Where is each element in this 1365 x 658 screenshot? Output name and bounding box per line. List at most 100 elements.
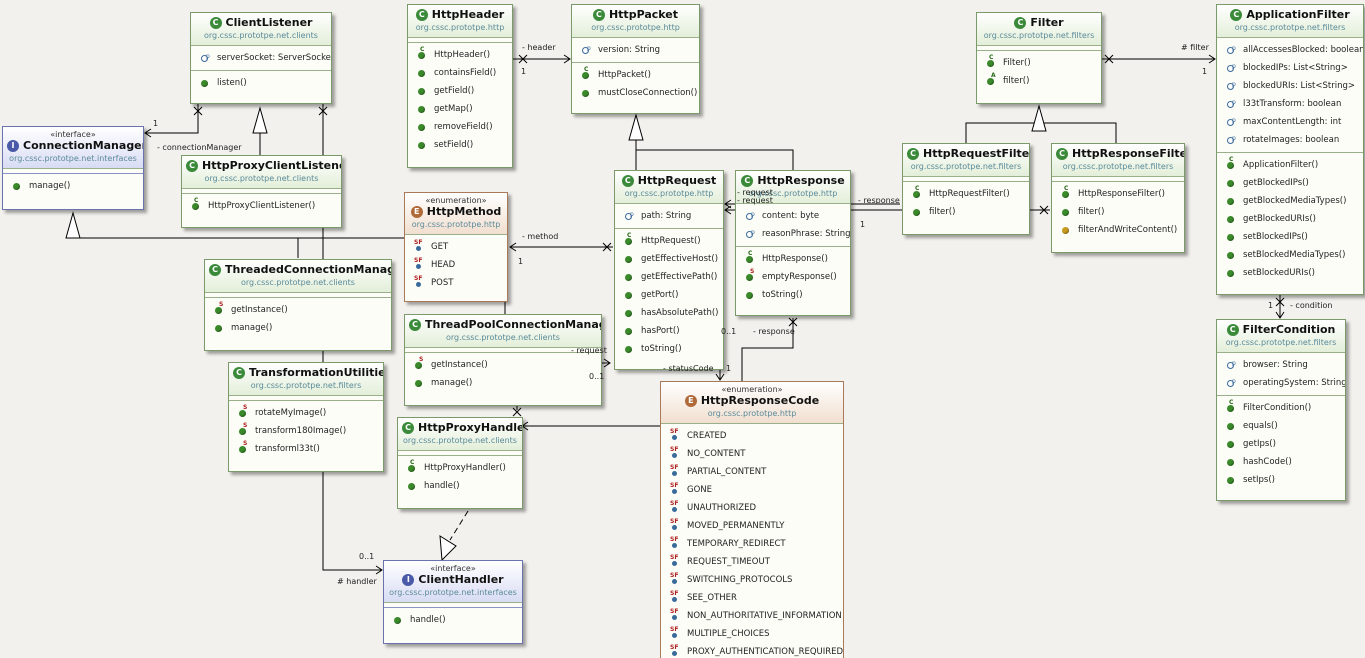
method-row[interactable]: transform180Image() <box>229 422 383 440</box>
method-row[interactable]: equals() <box>1217 417 1345 435</box>
method-row[interactable]: toString() <box>615 340 723 358</box>
constant-row[interactable]: REQUEST_TIMEOUT <box>661 553 843 571</box>
method-row[interactable]: HttpProxyHandler() <box>398 459 522 477</box>
method-row[interactable]: emptyResponse() <box>736 268 850 286</box>
constant-row[interactable]: SWITCHING_PROTOCOLS <box>661 571 843 589</box>
method-row[interactable]: setBlockedURIs() <box>1217 264 1363 282</box>
method-row[interactable]: getInstance() <box>405 356 601 374</box>
method-row[interactable]: containsField() <box>408 64 512 82</box>
field-row[interactable]: browser: String <box>1217 356 1345 374</box>
method-row[interactable]: getBlockedIPs() <box>1217 174 1363 192</box>
method-row[interactable]: setBlockedIPs() <box>1217 228 1363 246</box>
method-row[interactable]: toString() <box>736 286 850 304</box>
method-row[interactable]: getField() <box>408 82 512 100</box>
method-row[interactable]: filter() <box>903 203 1029 221</box>
class-http-request[interactable]: CHttpRequest org.cssc.prototpe.http path… <box>614 170 724 370</box>
method-row[interactable]: setIps() <box>1217 471 1345 489</box>
field-row[interactable]: operatingSystem: String <box>1217 374 1345 392</box>
field-row[interactable]: path: String <box>615 207 723 225</box>
class-http-response[interactable]: CHttpResponse org.cssc.prototpe.http con… <box>735 170 851 316</box>
constant-row[interactable]: MOVED_PERMANENTLY <box>661 517 843 535</box>
method-row[interactable]: getIps() <box>1217 435 1345 453</box>
constant-row[interactable]: PARTIAL_CONTENT <box>661 463 843 481</box>
method-row[interactable]: getBlockedURIs() <box>1217 210 1363 228</box>
method-row[interactable]: transforml33t() <box>229 440 383 458</box>
method-row[interactable]: setField() <box>408 136 512 154</box>
method-row[interactable]: ApplicationFilter() <box>1217 156 1363 174</box>
method-row[interactable]: HttpResponseFilter() <box>1052 185 1184 203</box>
constant-row[interactable]: TEMPORARY_REDIRECT <box>661 535 843 553</box>
method-row[interactable]: HttpProxyClientListener() <box>182 197 341 215</box>
method-row[interactable]: manage() <box>3 177 143 195</box>
method-row[interactable]: getMap() <box>408 100 512 118</box>
constant-row[interactable]: NO_CONTENT <box>661 445 843 463</box>
constant-row[interactable]: HEAD <box>405 256 507 274</box>
method-row[interactable]: filter() <box>977 72 1101 90</box>
method-row[interactable]: HttpResponse() <box>736 250 850 268</box>
class-package: org.cssc.prototpe.net.filters <box>983 31 1095 40</box>
method-row[interactable]: hashCode() <box>1217 453 1345 471</box>
class-http-header[interactable]: CHttpHeader org.cssc.prototpe.http HttpH… <box>407 4 513 168</box>
method-row[interactable]: HttpPacket() <box>572 66 699 84</box>
constant-row[interactable]: NON_AUTHORITATIVE_INFORMATION <box>661 607 843 625</box>
method-row[interactable]: getInstance() <box>205 301 391 319</box>
method-row[interactable]: removeField() <box>408 118 512 136</box>
field-row[interactable]: serverSocket: ServerSocket <box>191 49 331 67</box>
method-row[interactable]: filterAndWriteContent() <box>1052 221 1184 239</box>
method-row[interactable]: manage() <box>405 374 601 392</box>
field-row[interactable]: allAccessesBlocked: boolean <box>1217 41 1363 59</box>
field-row[interactable]: maxContentLength: int <box>1217 113 1363 131</box>
constructor-icon <box>1225 157 1239 170</box>
method-row[interactable]: handle() <box>384 611 522 629</box>
field-row[interactable]: content: byte <box>736 207 850 225</box>
method-row[interactable]: handle() <box>398 477 522 495</box>
method-row[interactable]: Filter() <box>977 54 1101 72</box>
method-row[interactable]: HttpRequestFilter() <box>903 185 1029 203</box>
constant-row[interactable]: GET <box>405 238 507 256</box>
field-row[interactable]: blockedURIs: List<String> <box>1217 77 1363 95</box>
constant-row[interactable]: POST <box>405 274 507 292</box>
method-row[interactable]: getEffectiveHost() <box>615 250 723 268</box>
method-row[interactable]: mustCloseConnection() <box>572 84 699 102</box>
constant-row[interactable]: GONE <box>661 481 843 499</box>
method-row[interactable]: getPort() <box>615 286 723 304</box>
method-row[interactable]: setBlockedMediaTypes() <box>1217 246 1363 264</box>
constant-row[interactable]: SEE_OTHER <box>661 589 843 607</box>
method-row[interactable]: manage() <box>205 319 391 337</box>
method-row[interactable]: getEffectivePath() <box>615 268 723 286</box>
method-row[interactable]: FilterCondition() <box>1217 399 1345 417</box>
constant-row[interactable]: PROXY_AUTHENTICATION_REQUIRED <box>661 643 843 658</box>
class-filter[interactable]: CFilter org.cssc.prototpe.net.filters Fi… <box>976 12 1102 104</box>
method-row[interactable]: getBlockedMediaTypes() <box>1217 192 1363 210</box>
constant-row[interactable]: MULTIPLE_CHOICES <box>661 625 843 643</box>
field-row[interactable]: reasonPhrase: String <box>736 225 850 243</box>
method-row[interactable]: filter() <box>1052 203 1184 221</box>
method-row[interactable]: hasPort() <box>615 322 723 340</box>
method-row[interactable]: listen() <box>191 74 331 92</box>
method-row[interactable]: rotateMyImage() <box>229 404 383 422</box>
method-row[interactable]: HttpHeader() <box>408 46 512 64</box>
field-row[interactable]: version: String <box>572 41 699 59</box>
field-row[interactable]: blockedIPs: List<String> <box>1217 59 1363 77</box>
constant-row[interactable]: CREATED <box>661 427 843 445</box>
class-http-packet[interactable]: CHttpPacket org.cssc.prototpe.http versi… <box>571 4 700 114</box>
method-row[interactable]: HttpRequest() <box>615 232 723 250</box>
constant-row[interactable]: UNAUTHORIZED <box>661 499 843 517</box>
method-row[interactable]: hasAbsolutePath() <box>615 304 723 322</box>
field-row[interactable]: l33tTransform: boolean <box>1217 95 1363 113</box>
field-row[interactable]: rotateImages: boolean <box>1217 131 1363 149</box>
